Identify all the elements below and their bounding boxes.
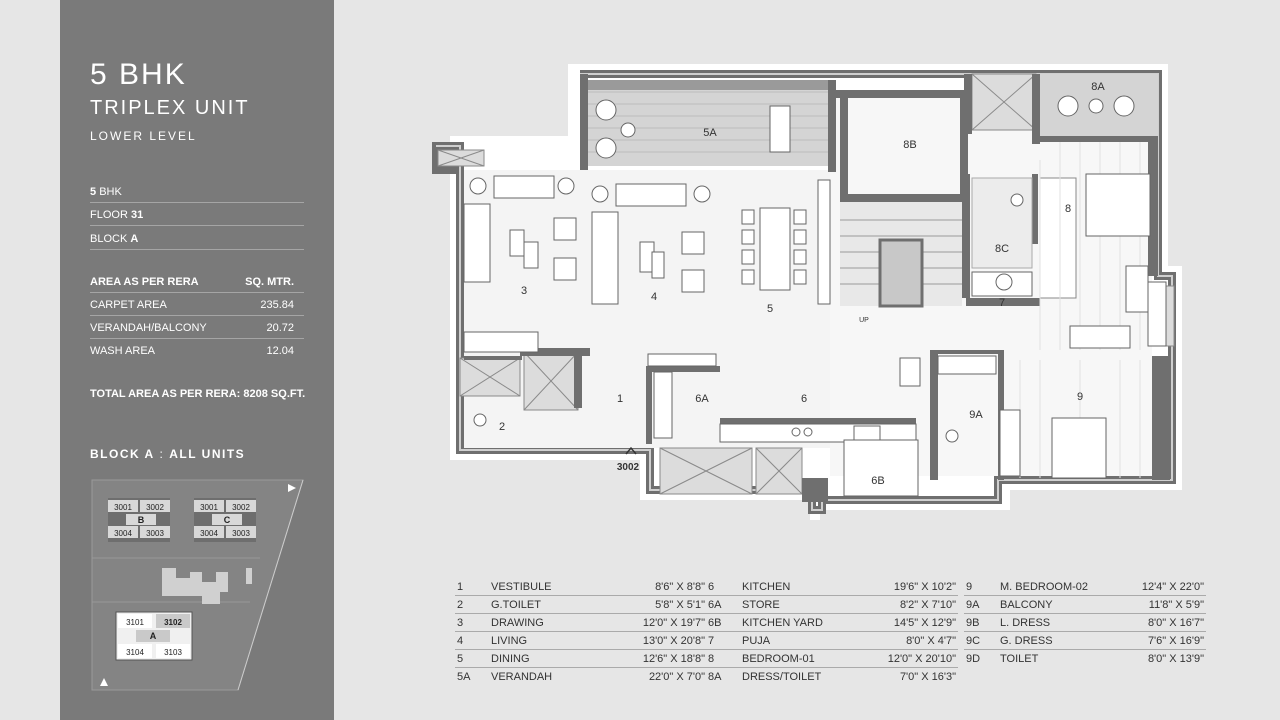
info-floor: FLOOR 31	[90, 205, 304, 226]
room-label-8C: 8C	[995, 243, 1009, 255]
key-block-c[interactable]: 3001 3002 3004 3003 C	[194, 498, 256, 542]
room-label-2: 2	[499, 421, 505, 433]
room-label-8B: 8B	[903, 139, 916, 151]
room-label-6A: 6A	[695, 393, 709, 405]
room-label-8: 8	[1065, 203, 1071, 215]
room-label-9A: 9A	[969, 409, 983, 421]
key-unit-b-4: 3004	[114, 529, 132, 538]
stair-up-label: UP	[859, 317, 869, 324]
area-row-verandah: VERANDAH/BALCONY 20.72	[90, 318, 304, 339]
entry-arrow-icon	[288, 484, 296, 492]
unit-title: 5 BHK	[90, 58, 187, 91]
key-block-c-label: C	[224, 515, 231, 525]
info-panel: 5 BHK TRIPLEX UNIT LOWER LEVEL 5 BHK FLO…	[60, 0, 334, 720]
unit-subtitle: TRIPLEX UNIT	[90, 97, 250, 119]
area-row-wash: WASH AREA 12.04	[90, 345, 294, 357]
key-unit-a-4: 3104	[126, 648, 144, 657]
room-label-3: 3	[521, 285, 527, 297]
key-clubhouse	[162, 568, 228, 604]
room-label-5A: 5A	[703, 127, 717, 139]
unit-number-label: 3002	[617, 462, 640, 473]
room-5A-area	[586, 80, 832, 166]
key-plan: 3001 3002 3004 3003 B 3001 3002 3004 300…	[91, 479, 304, 691]
key-unit-b-1: 3001	[114, 503, 132, 512]
entry-marker-icon	[625, 446, 637, 455]
key-block-b-label: B	[138, 515, 145, 525]
key-unit-b-2: 3002	[146, 503, 164, 512]
room-label-6: 6	[801, 393, 807, 405]
room-label-7: 7	[999, 297, 1005, 309]
room-label-4: 4	[651, 291, 657, 303]
area-row-carpet: CARPET AREA 235.84	[90, 295, 304, 316]
key-unit-c-3: 3003	[232, 529, 250, 538]
room-label-9: 9	[1077, 391, 1083, 403]
puja-icon	[995, 273, 1013, 291]
info-bhk: 5 BHK	[90, 182, 304, 203]
info-block: BLOCK A	[90, 229, 304, 250]
room-label-6B: 6B	[871, 475, 884, 487]
key-block-a-label: A	[150, 631, 157, 641]
key-unit-c-1: 3001	[200, 503, 218, 512]
key-unit-c-2: 3002	[232, 503, 250, 512]
key-unit-b-3: 3003	[146, 529, 164, 538]
entry-arrow-icon	[100, 678, 108, 686]
area-header: AREA AS PER RERA SQ. MTR.	[90, 272, 304, 293]
key-unit-c-4: 3004	[200, 529, 218, 538]
room-label-8A: 8A	[1091, 81, 1105, 93]
room-label-1: 1	[617, 393, 623, 405]
unit-level: LOWER LEVEL	[90, 129, 197, 143]
block-heading: BLOCK A : ALL UNITS	[90, 447, 246, 461]
room-label-5: 5	[767, 303, 773, 315]
floor-plan: 1 2 3 4 5 5A 6 6A 6B 7 8 8A 8B 8C 9 9A U…	[426, 64, 1182, 520]
key-unit-a-2: 3102	[164, 618, 182, 627]
key-block-b[interactable]: 3001 3002 3004 3003 B	[108, 498, 170, 542]
total-area: TOTAL AREA AS PER RERA: 8208 SQ.FT.	[90, 388, 306, 400]
key-unit-a-1: 3101	[126, 618, 144, 627]
key-unit-a-3: 3103	[164, 648, 182, 657]
key-block-a[interactable]: 3101 3102 3104 3103 A	[115, 611, 193, 661]
